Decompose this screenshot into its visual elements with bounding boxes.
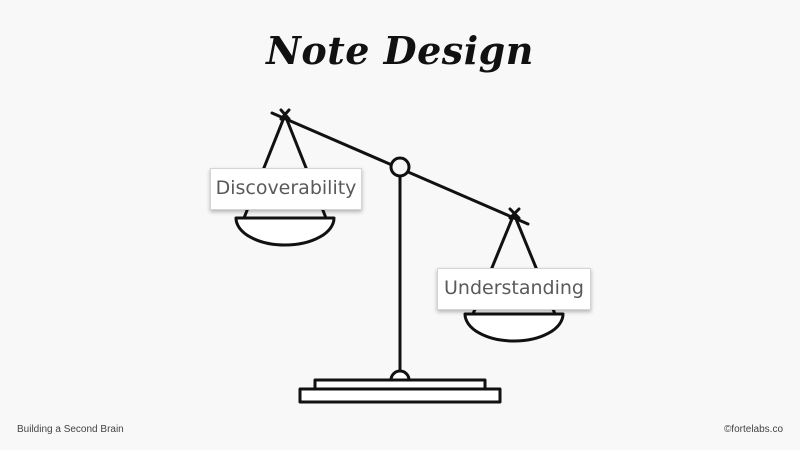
base-lower [298, 387, 502, 404]
understanding-label: Understanding [437, 268, 591, 310]
left-pan [234, 216, 336, 247]
right-pan [463, 312, 565, 343]
discoverability-label: Discoverability [210, 168, 362, 210]
footer-copyright: ©fortelabs.co [723, 424, 783, 435]
slide-title: Note Design [266, 28, 534, 73]
scale-pivot [389, 156, 411, 178]
footer-course-name: Building a Second Brain [17, 424, 124, 435]
